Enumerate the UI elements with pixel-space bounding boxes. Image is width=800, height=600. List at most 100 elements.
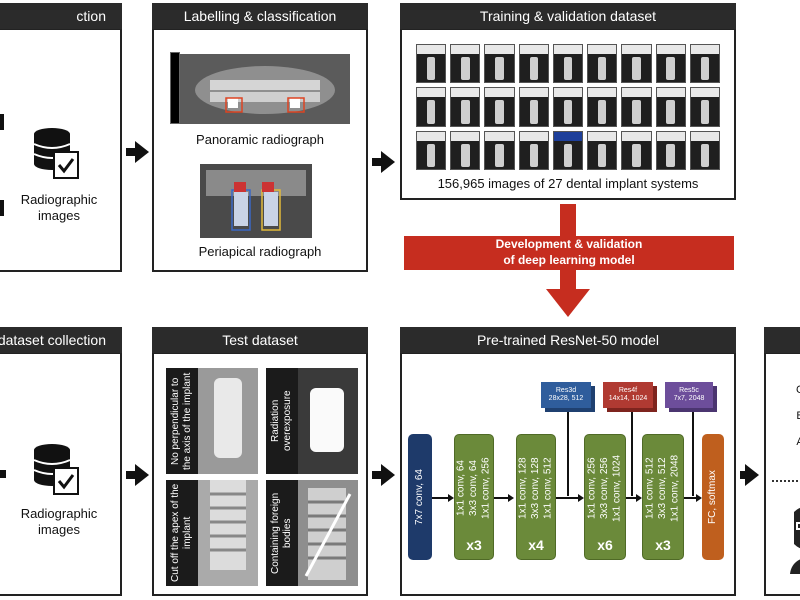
test-image-overexposure bbox=[298, 368, 358, 474]
block-text: FC, softmax bbox=[706, 470, 718, 524]
conv2-block: 1x1 conv, 64 3x3 conv, 64 1x1 conv, 256 … bbox=[454, 434, 494, 560]
implant-thumbnail bbox=[450, 44, 481, 84]
implant-thumbnail bbox=[689, 130, 720, 170]
connector bbox=[432, 497, 448, 499]
right-arrow-icon bbox=[381, 151, 395, 173]
res-card-size: 7x7, 2048 bbox=[673, 395, 705, 402]
partial-shape bbox=[0, 200, 4, 216]
test-dataset-panel: No perpendicular to the axis of the impl… bbox=[152, 352, 368, 596]
training-panel: 156,965 images of 27 dental implant syst… bbox=[400, 28, 736, 200]
output-letter-c: C bbox=[796, 384, 800, 396]
block-text: 1x1 conv, 128 3x3 conv, 128 1x1 conv, 51… bbox=[517, 457, 554, 519]
output-letter-b: B bbox=[794, 410, 800, 424]
implant-thumbnail bbox=[655, 130, 686, 170]
red-arrow-stem-bottom bbox=[560, 270, 576, 290]
block-multiplier: x6 bbox=[597, 537, 613, 553]
radiographic-images-caption: Radiographic images bbox=[20, 192, 98, 224]
block-multiplier: x3 bbox=[466, 537, 482, 553]
test-caption-1: No perpendicular to the axis of the impl… bbox=[166, 368, 198, 474]
connector-arrow-icon bbox=[696, 494, 702, 502]
implant-thumbnail bbox=[518, 130, 549, 170]
test-dataset-header: Test dataset bbox=[152, 327, 368, 353]
implant-thumbnail bbox=[416, 44, 447, 84]
implant-thumbnail bbox=[689, 44, 720, 84]
fc-softmax-block: FC, softmax bbox=[702, 434, 724, 560]
implant-thumbnail bbox=[552, 44, 584, 84]
connector-arrow-icon bbox=[636, 494, 642, 502]
implant-thumbnail bbox=[416, 87, 447, 127]
connector bbox=[684, 497, 698, 499]
red-arrow-stem-top bbox=[560, 204, 576, 238]
block-text: 7x7 conv, 64 bbox=[413, 469, 425, 525]
implant-thumbnail bbox=[484, 87, 515, 127]
periapical-radiograph-image bbox=[200, 164, 312, 238]
arrow-stem bbox=[372, 158, 382, 166]
right-arrow-icon bbox=[381, 464, 395, 486]
block-multiplier: x3 bbox=[655, 537, 671, 553]
implant-thumbnail bbox=[689, 87, 720, 127]
arrow-stem bbox=[372, 471, 382, 479]
implant-thumbnail bbox=[518, 87, 549, 127]
implant-thumbnail bbox=[552, 130, 584, 170]
block-text: 1x1 conv, 512 3x3 conv, 512 1x1 conv, 20… bbox=[644, 454, 681, 522]
block-multiplier: x4 bbox=[528, 537, 544, 553]
red-down-arrow-icon bbox=[546, 289, 590, 317]
test-image-cut-apex bbox=[198, 480, 258, 586]
implant-thumbnail bbox=[587, 130, 618, 170]
arrow-stem bbox=[740, 471, 746, 479]
doctor-icon bbox=[790, 507, 800, 574]
partial-shape bbox=[0, 114, 4, 130]
collection-header-bottom: dataset collection bbox=[0, 327, 122, 353]
connector bbox=[692, 412, 694, 496]
implant-thumbnail bbox=[655, 44, 686, 84]
database-icon bbox=[32, 442, 82, 503]
right-arrow-icon bbox=[135, 464, 149, 486]
connector-arrow-icon bbox=[448, 494, 454, 502]
res3d-card: Res3d 28x28, 512 bbox=[541, 382, 591, 408]
collection-header-top: ction bbox=[0, 3, 122, 29]
implant-thumbnail bbox=[655, 87, 686, 127]
res-card-size: 14x14, 1024 bbox=[608, 395, 648, 402]
res-card-name: Res4f bbox=[618, 386, 638, 394]
training-header: Training & validation dataset bbox=[400, 3, 736, 29]
implant-thumbnail bbox=[518, 44, 549, 84]
output-letter-a: A bbox=[794, 436, 800, 450]
connector bbox=[556, 497, 578, 499]
implant-thumbnail bbox=[587, 44, 618, 84]
connector-arrow-icon bbox=[508, 494, 514, 502]
development-banner: Development & validation of deep learnin… bbox=[404, 236, 734, 270]
res-card-name: Res3d bbox=[555, 386, 577, 394]
arrow-stem bbox=[126, 471, 136, 479]
test-image-foreign-bodies bbox=[298, 480, 358, 586]
partial-shape bbox=[0, 470, 6, 478]
right-arrow-icon bbox=[135, 141, 149, 163]
res4f-card: Res4f 14x14, 1024 bbox=[603, 382, 653, 408]
panoramic-caption: Panoramic radiograph bbox=[196, 132, 324, 147]
panoramic-radiograph-image bbox=[180, 54, 350, 124]
implant-thumbnail bbox=[621, 44, 652, 84]
test-caption-3: Cut off the apex of the implant bbox=[166, 480, 198, 586]
collection-panel-bottom: Radiographic images bbox=[0, 352, 122, 596]
res-card-size: 28x28, 512 bbox=[548, 395, 584, 402]
implant-thumbnail bbox=[587, 87, 618, 127]
conv3-block: 1x1 conv, 128 3x3 conv, 128 1x1 conv, 51… bbox=[516, 434, 556, 560]
implant-thumbnail bbox=[416, 130, 447, 170]
block-text: 1x1 conv, 256 3x3 conv, 256 1x1 conv, 10… bbox=[586, 454, 623, 522]
collection-panel-top: Radiographic images bbox=[0, 28, 122, 272]
development-line-2: of deep learning model bbox=[503, 253, 635, 267]
connector bbox=[631, 412, 633, 496]
conv1-block: 7x7 conv, 64 bbox=[408, 434, 432, 560]
connector bbox=[494, 497, 508, 499]
implant-thumbnail bbox=[484, 130, 515, 170]
resnet-header: Pre-trained ResNet-50 model bbox=[400, 327, 736, 353]
connector bbox=[567, 412, 569, 496]
labelling-header: Labelling & classification bbox=[152, 3, 368, 29]
test-caption-4: Containing foreign bodies bbox=[266, 480, 298, 586]
dotted-divider bbox=[772, 480, 800, 482]
periapical-caption: Periapical radiograph bbox=[198, 244, 322, 259]
implant-thumbnail bbox=[484, 44, 515, 84]
implant-thumbnail bbox=[621, 87, 652, 127]
res5c-card: Res5c 7x7, 2048 bbox=[665, 382, 713, 408]
res-card-name: Res5c bbox=[679, 386, 699, 394]
panoramic-stack bbox=[170, 52, 180, 124]
